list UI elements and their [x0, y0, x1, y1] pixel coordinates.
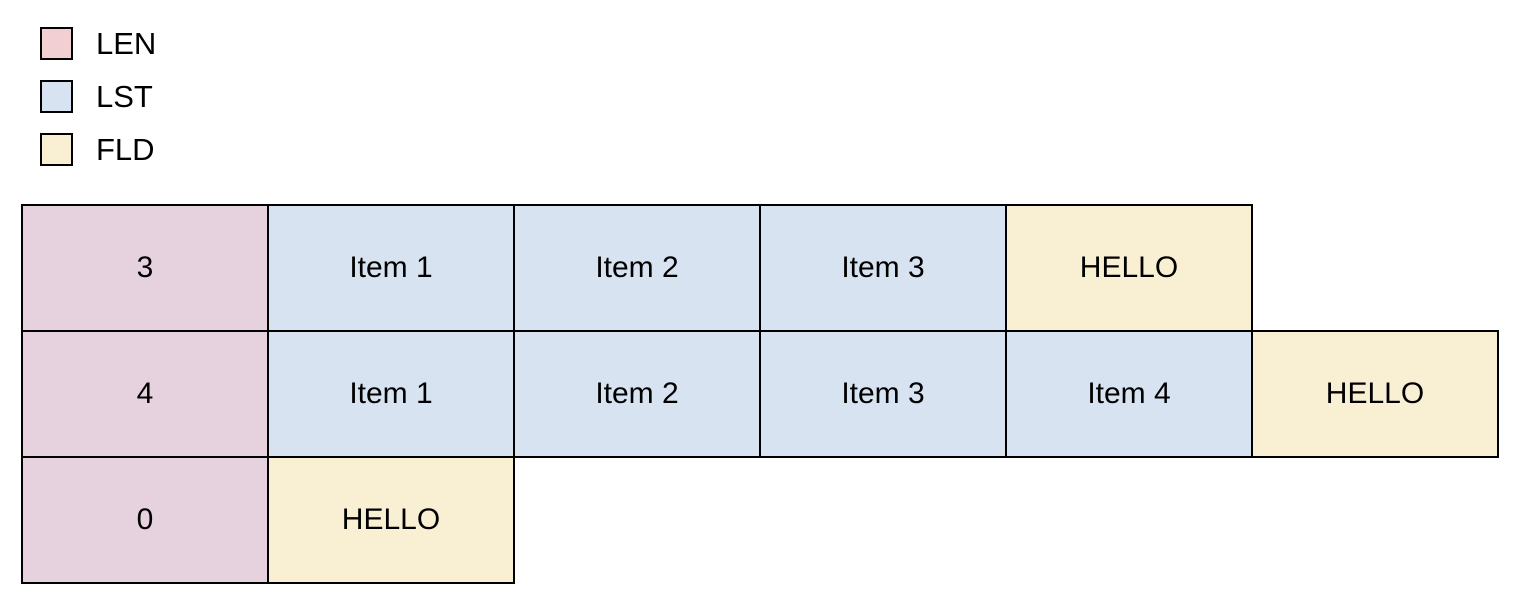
legend-item-lst: LST — [40, 80, 156, 113]
cell-len: 3 — [21, 204, 269, 332]
cell-fld: HELLO — [267, 456, 515, 584]
cell-fld: HELLO — [1251, 330, 1499, 458]
cell-lst-item: Item 2 — [513, 330, 761, 458]
row-list-length-4: 4 Item 1 Item 2 Item 3 Item 4 HELLO — [21, 330, 1499, 458]
legend-label-len: LEN — [96, 26, 157, 61]
cell-lst-item: Item 3 — [759, 204, 1007, 332]
cell-len: 4 — [21, 330, 269, 458]
legend-swatch-len — [40, 27, 73, 60]
cell-lst-item: Item 3 — [759, 330, 1007, 458]
legend-label-lst: LST — [96, 79, 153, 114]
cell-lst-item: Item 2 — [513, 204, 761, 332]
row-list-length-0: 0 HELLO — [21, 456, 1499, 584]
cell-len: 0 — [21, 456, 269, 584]
cell-lst-item: Item 4 — [1005, 330, 1253, 458]
legend-item-len: LEN — [40, 27, 156, 60]
cell-fld: HELLO — [1005, 204, 1253, 332]
legend-swatch-fld — [40, 133, 73, 166]
serialization-rows: 3 Item 1 Item 2 Item 3 HELLO 4 Item 1 It… — [21, 204, 1499, 584]
legend-item-fld: FLD — [40, 133, 156, 166]
legend-label-fld: FLD — [96, 132, 155, 167]
row-list-length-3: 3 Item 1 Item 2 Item 3 HELLO — [21, 204, 1499, 332]
legend-swatch-lst — [40, 80, 73, 113]
cell-lst-item: Item 1 — [267, 330, 515, 458]
cell-lst-item: Item 1 — [267, 204, 515, 332]
legend: LEN LST FLD — [40, 27, 156, 166]
